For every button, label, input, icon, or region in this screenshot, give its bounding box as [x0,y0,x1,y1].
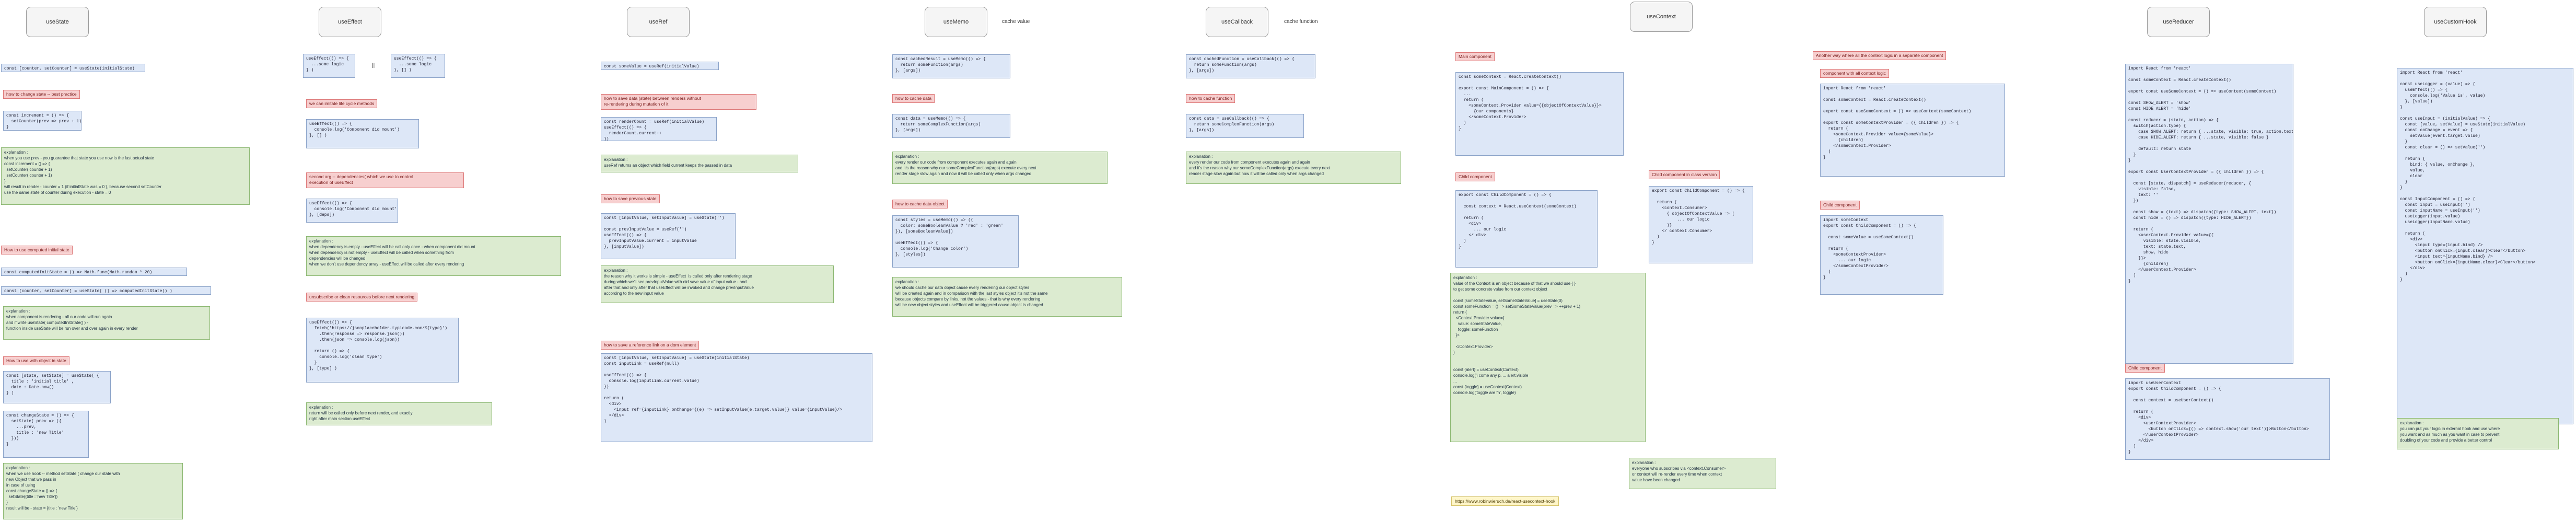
usestate-explanation: explanation : when you use prev - you gu… [1,147,250,205]
usereducer-child-code: import useUserContext export const Child… [2125,378,2330,460]
useref-save-title: how to save data (state) between renders… [601,94,756,110]
useref-save-expl: explanation : useRef returns an object w… [601,155,798,172]
usestate-change-code: const increment = () => { setCounter(pre… [3,111,81,131]
hook-label: useCallback [1221,19,1253,25]
usecontext-main-title: Main component [1455,52,1495,61]
useeffect-unsub-title: unsubscribe or clean resources before ne… [306,293,418,302]
useeffect-deps-code: useEffect(() => { console.log('Component… [306,199,398,223]
context-alt-comp-code: import React from 'react' const someCont… [1820,84,2005,177]
useeffect-deps-title: second arg -- dependencies( which we use… [306,172,464,188]
usecontext-link[interactable]: https://www.robinwieruch.de/react-usecon… [1451,496,1559,506]
usecontext-expl: explanation : value of the Context is an… [1450,273,1646,442]
hook-label: useEffect [338,19,362,25]
context-alt-child-title: Child component [1820,201,1860,210]
usestate-computed-expl: explanation : when component is renderin… [3,306,210,340]
usecustomhook-code: import React from 'react' const useLogge… [2397,68,2573,424]
hook-label: useCustomHook [2434,19,2477,25]
usestate-object-code1: const [state, setState] = useState( { ti… [3,371,111,403]
useeffect-deps-expl: explanation : when dependency is empty -… [306,236,561,276]
usememo-node: useMemo [925,7,987,37]
usecontext-class-title: Child component in class version [1649,170,1720,179]
useref-prev-title: how to save previous state [601,194,660,203]
usecontext-main-code: const someContext = React.createContext(… [1455,72,1624,156]
usestate-decl: const [counter, setCounter] = useState(i… [1,64,145,72]
hook-label: useContext [1647,14,1676,20]
usestate-object-title: How to use with object in state [3,356,69,365]
useref-dom-code: const [inputValue, setInputValue] = useS… [601,353,872,442]
usereducer-child-title: Child component [2125,364,2165,373]
usecustomhook-node: useCustomHook [2424,7,2487,37]
usecontext-class-expl: explanation : everyone who subscribes vi… [1629,458,1776,489]
usememo-note: cache value [1002,19,1030,25]
usememo-decl: const cachedResult = useMemo(() => { ret… [892,54,1010,78]
useref-prev-expl: explanation : the reason why it works is… [601,265,834,303]
hook-label: useState [46,19,69,25]
hook-label: useReducer [2163,19,2194,25]
usememo-cache-code: const data = useMemo(() => { return some… [892,114,1010,138]
useref-decl: const someValue = useRef(initialValue) [601,62,719,70]
usecallback-fn-code: const data = useCallback(() => { return … [1186,114,1304,138]
usecallback-note: cache function [1284,19,1318,25]
usememo-obj-code: const styles = useMemo(() => ({ color: s… [892,215,1019,268]
usememo-cache-title: how to cache data [892,94,935,103]
usecallback-node: useCallback [1206,7,1268,37]
usecontext-child-code: export const ChildComponent = () => { co… [1455,190,1598,268]
usereducer-node: useReducer [2147,7,2210,37]
usestate-object-code2: const changeState = () => { setState( pr… [3,411,89,458]
usestate-change-title: how to change state -- best practice [3,90,80,99]
usememo-obj-title: how to cache data object [892,200,948,209]
context-alt-child-code: import someContext export const ChildCom… [1820,215,1943,295]
usestate-computed-code: const computedInitState = () => Math.fun… [1,268,187,276]
context-alt-title: Another way where all the context logic … [1813,51,1946,60]
useref-save-code: const renderCount = useRef(initialValue)… [601,117,717,141]
usecontext-child-title: Child component [1455,172,1495,181]
useeffect-lifecycle-code: useEffect(() => { console.log('Component… [306,119,419,148]
usereducer-code: import React from 'react' const someCont… [2125,64,2293,364]
usememo-cache-expl: explanation : every render our code from… [892,152,1108,184]
hook-label: useRef [649,19,668,25]
useref-node: useRef [627,7,690,37]
usecallback-fn-title: how to cache function [1186,94,1235,103]
usestate-computed-decl: const [counter, setCounter] = useState( … [1,286,211,295]
useeffect-lifecycle-title: we can imitate life cycle methods [306,99,378,108]
usecontext-node: useContext [1630,2,1693,32]
usecallback-fn-expl: explanation : every render our code from… [1186,152,1401,184]
usecontext-class-code: export const ChildComponent = () => { re… [1649,186,1753,263]
useeffect-or: || [372,63,375,68]
usestate-object-expl: explanation : when we use hook -- method… [3,463,183,519]
useeffect-unsub-expl: explanation : return will be called only… [306,402,492,425]
usememo-obj-expl: explanation : we should cache our data o… [892,277,1122,317]
usestate-node: useState [26,7,89,37]
useeffect-code-b: useEffect(() => { ...some logic }, [] ) [391,54,445,78]
useeffect-unsub-code: useEffect(() => { fetch('https://jsonpla… [306,318,459,383]
usecustomhook-expl: explanation : you can put your logic in … [2397,418,2559,449]
useref-dom-title: how to save a reference link on a dom el… [601,341,700,350]
useeffect-node: useEffect [319,7,381,37]
context-alt-comp-title: component with all context logic [1820,69,1890,78]
hook-label: useMemo [943,19,969,25]
usecallback-decl: const cachedFunction = useCallback(() =>… [1186,54,1315,78]
useeffect-code-a: useEffect(() => { ...some logic } ) [303,54,355,78]
usestate-computed-title: How to use computed initial state [1,246,73,254]
useref-prev-code: const [inputValue, setInputValue] = useS… [601,213,736,259]
